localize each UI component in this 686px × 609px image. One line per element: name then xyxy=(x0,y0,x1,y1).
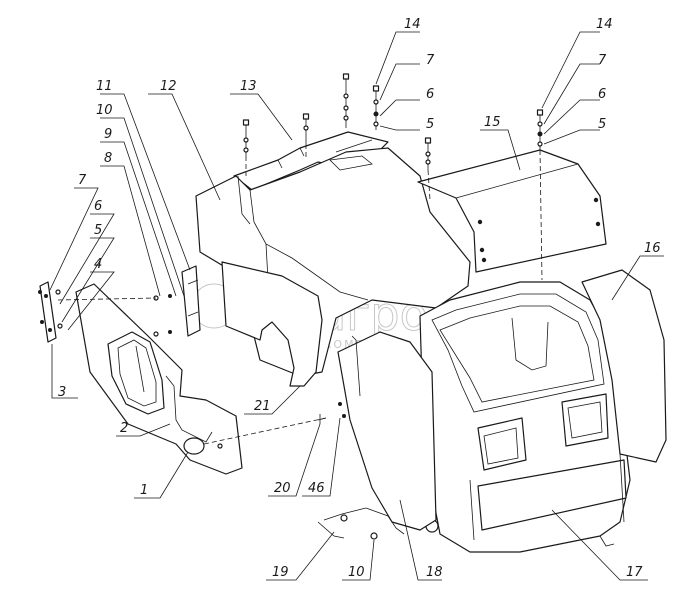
callouts: 1 2 3 4 5 6 7 8 9 10 11 12 13 14 7 6 5 1… xyxy=(58,17,661,580)
callout-7: 7 xyxy=(78,173,87,188)
callout-21: 21 xyxy=(254,399,271,414)
callout-2: 2 xyxy=(120,421,128,436)
callout-17: 17 xyxy=(626,565,643,580)
part-1-round-cap xyxy=(183,437,205,455)
callout-15: 15 xyxy=(484,115,501,130)
callout-12: 12 xyxy=(160,79,177,94)
callout-46: 46 xyxy=(308,481,325,496)
callout-20: 20 xyxy=(274,481,291,496)
callout-5: 5 xyxy=(426,117,434,132)
callout-7: 7 xyxy=(426,53,435,68)
part-18-door-panel xyxy=(337,331,437,531)
callout-9: 9 xyxy=(104,127,112,142)
callout-3: 3 xyxy=(58,385,66,400)
leader-lines xyxy=(49,31,664,581)
callout-7: 7 xyxy=(598,53,607,68)
part-11-small-bracket xyxy=(181,265,201,337)
callout-6: 6 xyxy=(598,87,606,102)
part-19-rod xyxy=(317,507,405,540)
callout-8: 8 xyxy=(104,151,112,166)
callout-11: 11 xyxy=(96,79,113,94)
part-15-roof-panel xyxy=(417,149,607,273)
part-3-plate xyxy=(39,281,57,343)
assembly-lines xyxy=(57,144,543,445)
cab-front-frame xyxy=(419,281,631,553)
callout-6: 6 xyxy=(426,87,434,102)
callout-16: 16 xyxy=(644,241,661,256)
part-21-inner-panel xyxy=(221,261,323,387)
callout-4: 4 xyxy=(94,257,102,272)
callout-10: 10 xyxy=(348,565,365,580)
part-16-right-panel xyxy=(581,269,667,463)
callout-14: 14 xyxy=(596,17,613,32)
callout-5: 5 xyxy=(94,223,102,238)
callout-6: 6 xyxy=(94,199,102,214)
callout-19: 19 xyxy=(272,565,289,580)
callout-13: 13 xyxy=(240,79,257,94)
part-2-left-panel xyxy=(75,283,243,475)
callout-1: 1 xyxy=(140,483,148,498)
callout-10: 10 xyxy=(96,103,113,118)
callout-18: 18 xyxy=(426,565,443,580)
callout-14: 14 xyxy=(404,17,421,32)
callout-5: 5 xyxy=(598,117,606,132)
